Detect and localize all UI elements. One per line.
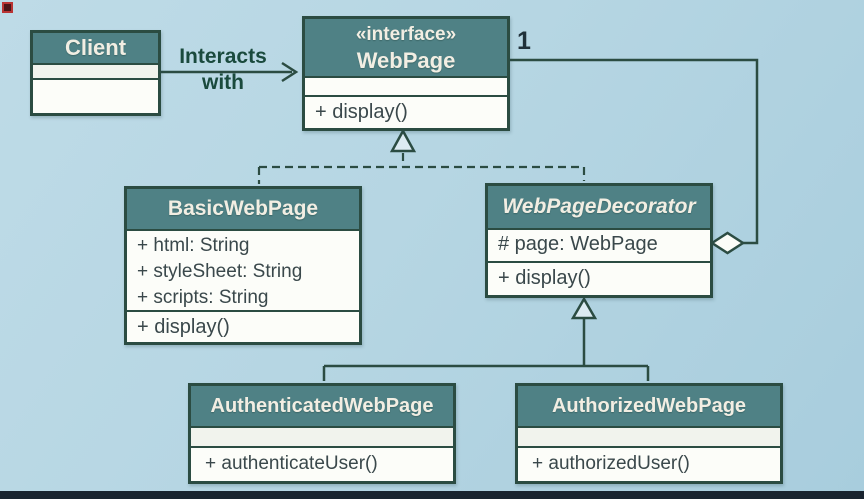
class-name: WebPage: [356, 47, 456, 73]
class-webpagedecorator: WebPageDecorator # page: WebPage + displ…: [485, 183, 713, 298]
class-basicwebpage-header: BasicWebPage: [127, 189, 359, 231]
realization-dashed-lines: [257, 153, 586, 184]
webpagedecorator-methods-compartment: + display(): [488, 263, 710, 295]
authenticatedwebpage-methods-compartment: + authenticateUser(): [191, 448, 453, 481]
class-authorizedwebpage-header: AuthorizedWebPage: [518, 386, 780, 428]
authenticatedwebpage-attributes-compartment: [191, 428, 453, 448]
class-basicwebpage: BasicWebPage + html: String + styleSheet…: [124, 186, 362, 345]
generalization-solid-lines: [322, 319, 650, 381]
basicwebpage-attributes-compartment: + html: String + styleSheet: String + sc…: [127, 231, 359, 312]
class-webpage-header: «interface» WebPage: [305, 19, 507, 78]
stereotype-label: «interface»: [355, 23, 457, 45]
attribute-row: + scripts: String: [137, 287, 269, 308]
realization-triangle-icon: [389, 128, 417, 153]
association-label-interacts-with: Interacts with: [167, 44, 279, 96]
authorizedwebpage-attributes-compartment: [518, 428, 780, 448]
association-label-line1: Interacts: [179, 45, 267, 68]
webpage-methods-compartment: + display(): [305, 97, 507, 128]
class-webpage-interface: «interface» WebPage + display(): [302, 16, 510, 131]
method-row: + authenticateUser(): [205, 453, 378, 474]
generalization-triangle-icon: [570, 296, 598, 320]
class-authenticatedwebpage-header: AuthenticatedWebPage: [191, 386, 453, 428]
method-row: + display(): [498, 267, 591, 289]
attribute-row: + styleSheet: String: [137, 261, 303, 282]
class-client: Client: [30, 30, 161, 116]
class-name: AuthorizedWebPage: [551, 394, 747, 417]
attribute-row: + html: String: [137, 235, 250, 256]
multiplicity-label: 1: [517, 27, 531, 55]
bottom-edge-bar: [0, 491, 864, 499]
association-label-line2: with: [202, 71, 244, 94]
record-indicator-icon: [2, 2, 13, 13]
class-authenticatedwebpage: AuthenticatedWebPage + authenticateUser(…: [188, 383, 456, 484]
class-name: WebPageDecorator: [502, 195, 696, 218]
class-name: BasicWebPage: [167, 197, 319, 220]
class-webpagedecorator-header: WebPageDecorator: [488, 186, 710, 230]
method-row: + display(): [315, 101, 408, 123]
authorizedwebpage-methods-compartment: + authorizedUser(): [518, 448, 780, 481]
webpage-attributes-compartment: [305, 78, 507, 97]
method-row: + display(): [137, 316, 230, 338]
client-methods-compartment: [33, 80, 158, 113]
client-attributes-compartment: [33, 65, 158, 80]
open-arrowhead-icon: [281, 61, 299, 83]
webpagedecorator-attributes-compartment: # page: WebPage: [488, 230, 710, 263]
aggregation-line-webpage-decorator: [509, 58, 759, 245]
class-authorizedwebpage: AuthorizedWebPage + authorizedUser(): [515, 383, 783, 484]
attribute-row: # page: WebPage: [498, 233, 658, 255]
class-client-header: Client: [33, 33, 158, 65]
aggregation-diamond-icon: [709, 231, 746, 255]
class-name: Client: [64, 35, 127, 60]
basicwebpage-methods-compartment: + display(): [127, 312, 359, 342]
method-row: + authorizedUser(): [532, 453, 690, 474]
class-name: AuthenticatedWebPage: [210, 394, 434, 417]
